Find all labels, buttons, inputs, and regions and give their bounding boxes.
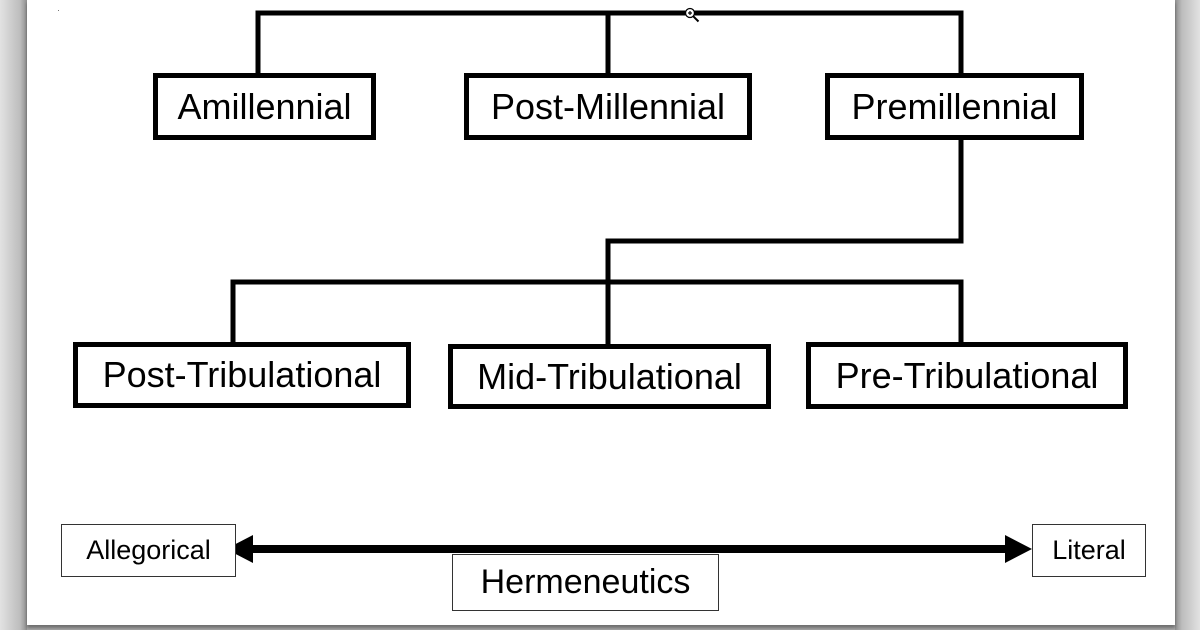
amillennial-box: Amillennial <box>153 73 376 140</box>
arrowhead-left <box>226 535 253 563</box>
premillennial-branch-line <box>605 137 964 347</box>
post-millennial-label: Post-Millennial <box>490 85 726 127</box>
allegorical-box: Allegorical <box>61 524 236 577</box>
post-tribulational-label: Post-Tribulational <box>102 354 382 395</box>
tribulation-bracket-line <box>230 279 964 345</box>
premillennial-label: Premillennial <box>851 85 1058 127</box>
pre-tribulational-label: Pre-Tribulational <box>835 354 1099 396</box>
zoom-in-magnifier-icon[interactable] <box>684 7 700 23</box>
pre-tribulational-box: Pre-Tribulational <box>806 342 1128 409</box>
literal-box: Literal <box>1032 524 1146 577</box>
premillennial-box: Premillennial <box>825 73 1084 140</box>
arrowhead-right <box>1005 535 1032 563</box>
hermeneutics-label: Hermeneutics <box>480 563 691 601</box>
mid-tribulational-box: Mid-Tribulational <box>448 344 771 409</box>
literal-label: Literal <box>1052 535 1126 565</box>
amillennial-label: Amillennial <box>177 85 352 127</box>
mid-tribulational-label: Mid-Tribulational <box>477 355 742 397</box>
post-millennial-box: Post-Millennial <box>464 73 752 140</box>
hermeneutics-box: Hermeneutics <box>452 554 719 611</box>
allegorical-label: Allegorical <box>86 535 211 565</box>
post-tribulational-box: Post-Tribulational <box>73 342 411 408</box>
speck-artifact <box>58 10 59 11</box>
